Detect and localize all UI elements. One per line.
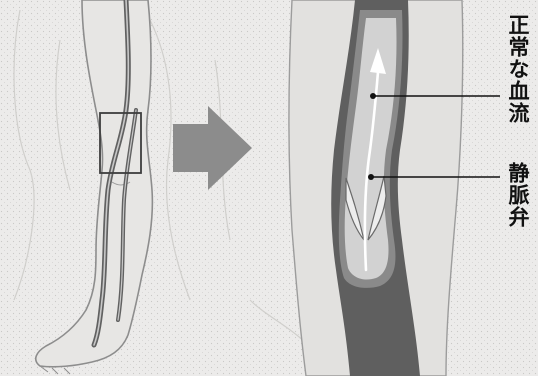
venous-valve-label: 静脈弁 <box>503 162 529 228</box>
zoomed-vein <box>289 0 463 376</box>
normal-blood-flow-label: 正常な血流 <box>503 14 529 124</box>
